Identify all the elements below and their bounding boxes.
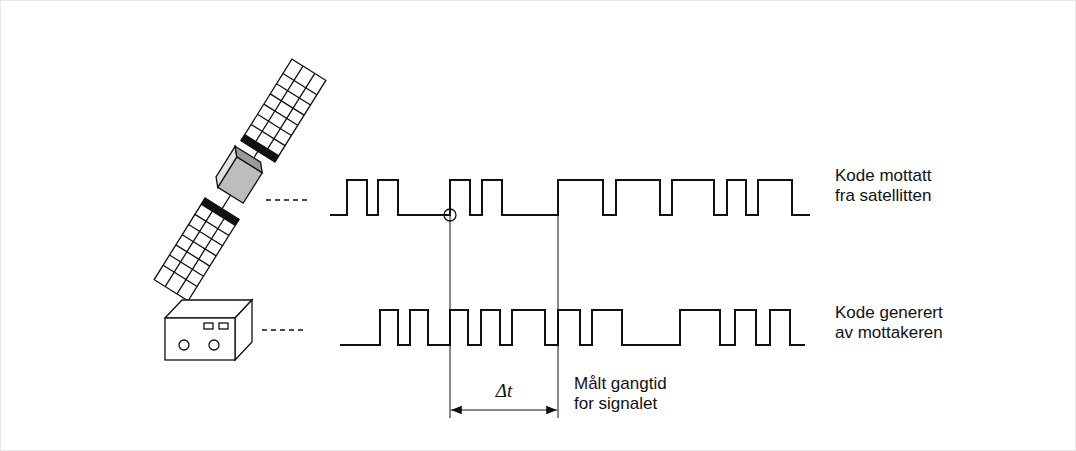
dash-line bbox=[262, 329, 304, 331]
label-text: Kode mottatt fra satellitten bbox=[835, 166, 955, 207]
reference-line bbox=[450, 215, 451, 418]
label-text: Kode generert av mottakeren bbox=[835, 303, 959, 344]
dash-line bbox=[266, 199, 308, 201]
receiver-icon bbox=[165, 300, 252, 360]
received-code-wave bbox=[330, 180, 810, 215]
delta-label: Δt bbox=[496, 380, 512, 403]
generated-code-wave bbox=[340, 310, 805, 345]
reference-line bbox=[558, 215, 559, 418]
label-text: Målt gangtid for signalet bbox=[574, 374, 688, 415]
dimension-arrow bbox=[451, 409, 557, 410]
satellite-icon bbox=[152, 58, 325, 301]
